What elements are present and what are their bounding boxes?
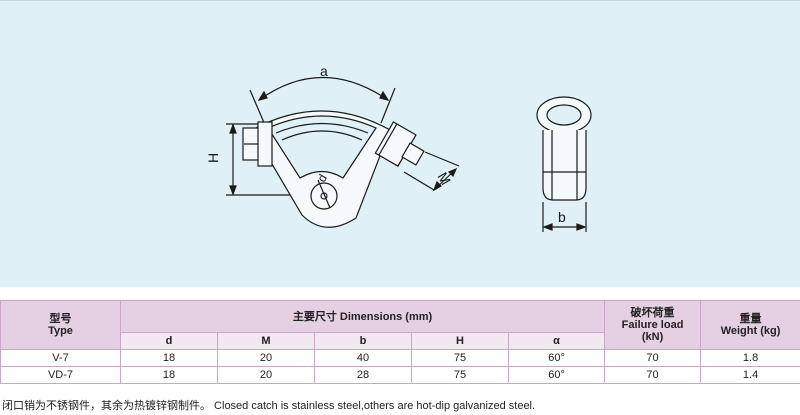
dimension-m [403,151,460,192]
header-failure-load: 破坏荷重 Failure load (kN) [604,300,702,350]
top-rule [0,0,800,1]
cell-alpha: 60° [507,349,606,367]
subheader-b: b [314,332,412,350]
header-type-en: Type [48,325,73,337]
technical-drawing: a H M b d [205,63,592,232]
header-weight-en: Weight (kg) [720,325,781,337]
header-load-unit: (kN) [641,331,664,343]
subheader-alpha: α [507,332,606,350]
cell-weight: 1.8 [700,349,800,367]
cell-m: 20 [217,366,315,384]
right-bolt [374,121,425,167]
spec-table: 型号 Type 主要尺寸 Dimensions (mm) 破坏荷重 Failur… [0,300,800,384]
clevis-body [251,110,391,228]
header-type-cn: 型号 [49,313,72,325]
header-load-cn: 破坏荷重 [630,307,675,319]
footnote: 闭口销为不锈钢件，其余为热镀锌钢制件。 Closed catch is stai… [2,400,536,412]
side-view [536,96,592,232]
left-bolt [242,121,273,167]
cell-h: 75 [411,349,509,367]
cell-b: 40 [314,349,412,367]
header-weight-cn: 重量 [739,313,762,325]
dimension-a [249,77,396,126]
cell-d: 18 [120,349,218,367]
subheader-h: H [411,332,509,350]
cell-load: 70 [604,349,702,367]
cell-b: 28 [314,366,412,384]
header-load-en: Failure load [621,319,684,331]
cell-type: V-7 [0,349,121,367]
label-b: b [558,209,566,225]
table-header-row: 型号 Type 主要尺寸 Dimensions (mm) 破坏荷重 Failur… [0,300,800,350]
cell-m: 20 [217,349,315,367]
header-weight: 重量 Weight (kg) [700,300,800,350]
table-row: V-7 18 20 40 75 60° 70 1.8 [0,349,800,367]
table-row: VD-7 18 20 28 75 60° 70 1.4 [0,366,800,384]
label-h: H [205,153,221,163]
cell-alpha: 60° [507,366,606,384]
cell-type: VD-7 [0,366,121,384]
table-subheader-row: d M b H α [1,332,800,350]
dimension-d [317,179,331,209]
cell-load: 70 [604,366,702,384]
cell-weight: 1.4 [700,366,800,384]
label-a: a [320,63,328,79]
header-type: 型号 Type [0,300,121,350]
cell-d: 18 [120,366,218,384]
header-dimensions: 主要尺寸 Dimensions (mm) [119,300,606,333]
cell-h: 75 [411,366,509,384]
subheader-d: d [120,332,218,350]
subheader-m: M [217,332,315,350]
